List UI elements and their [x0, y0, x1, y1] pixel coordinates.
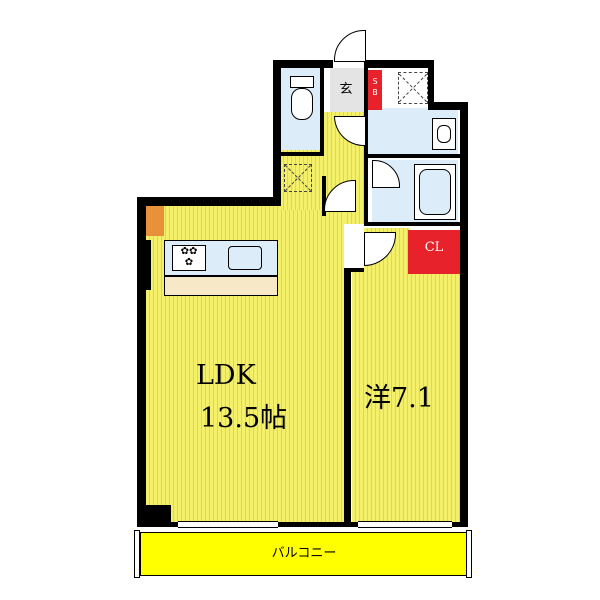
wall-hall-bottom	[322, 176, 326, 216]
wall-bath-bottom	[364, 222, 460, 226]
entrance-floor	[330, 68, 364, 112]
balcony-label: バルコニー	[271, 546, 337, 561]
window-western	[358, 521, 452, 528]
washing-machine-space-icon	[398, 72, 428, 104]
western-room-floor	[352, 270, 462, 523]
wall-partition	[344, 268, 351, 527]
wall-toilet-right	[320, 68, 324, 156]
wall-entrance-right	[364, 68, 368, 224]
window-ldk	[178, 521, 278, 528]
wall-partition-top	[344, 268, 364, 272]
shoe-box-label: S B	[372, 77, 378, 97]
wall-bottom	[137, 522, 468, 527]
wall-left-block-top	[137, 240, 151, 290]
wall-top-ldk	[137, 197, 277, 206]
ldk-label: LDK	[196, 360, 256, 391]
wall-bath-top	[364, 154, 460, 158]
wall-entry-right	[428, 60, 434, 110]
entrance-label: 玄	[339, 82, 353, 97]
wall-toilet-bottom	[280, 152, 324, 156]
closet	[408, 230, 460, 274]
wall-right	[460, 102, 468, 527]
wall-left-block-bottom	[137, 505, 171, 527]
wall-top-right	[364, 60, 434, 68]
stove-icon: ✿✿✿	[172, 245, 206, 271]
closet-label: CL	[424, 240, 444, 255]
washbasin-icon	[432, 118, 456, 150]
ldk-size-label: 13.5帖	[200, 403, 288, 434]
wall-left-upper	[273, 60, 281, 206]
toilet-icon	[288, 76, 314, 120]
shoe-box	[368, 70, 382, 110]
sink-icon	[228, 246, 262, 270]
wall-top-wash	[428, 102, 468, 110]
western-room-label: 洋7.1	[364, 383, 434, 414]
balcony	[140, 532, 468, 576]
kitchen-base	[164, 276, 278, 296]
balcony-rail-right	[466, 530, 472, 578]
bathtub-icon	[414, 164, 456, 220]
entrance-door	[334, 30, 366, 62]
storage-space-icon	[284, 164, 312, 192]
balcony-rail-left	[134, 530, 140, 578]
wall-left	[137, 197, 146, 527]
wall-top-upper	[273, 60, 333, 68]
refrigerator-space-icon	[146, 206, 164, 236]
